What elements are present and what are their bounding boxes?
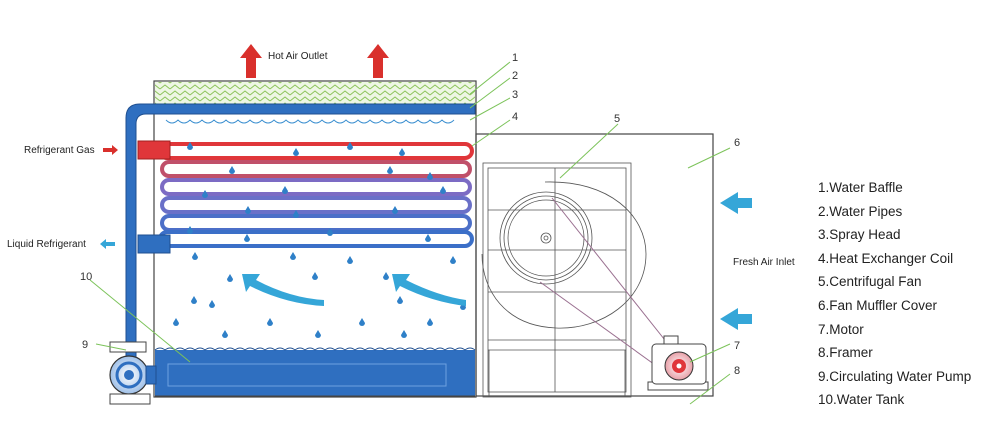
circulating-water-pump <box>109 341 157 405</box>
callout-1: 1 <box>512 52 518 64</box>
heat-exchanger-coil <box>137 140 474 254</box>
water-tank <box>154 347 476 397</box>
legend: 1.Water Baffle 2.Water Pipes 3.Spray Hea… <box>818 176 971 412</box>
legend-item: 3.Spray Head <box>818 227 901 243</box>
callout-6: 6 <box>734 137 740 149</box>
legend-item: 8.Framer <box>818 345 873 361</box>
callout-leaders <box>89 61 731 405</box>
legend-item: 2.Water Pipes <box>818 203 903 219</box>
liquid-refrigerant-arrow <box>100 239 115 249</box>
callout-9: 9 <box>82 339 88 351</box>
legend-item: 9.Circulating Water Pump <box>818 368 972 384</box>
refrigerant-gas-label: Refrigerant Gas <box>24 145 95 156</box>
callout-4: 4 <box>512 111 518 123</box>
water-drops <box>173 142 466 338</box>
spray-heads <box>165 119 455 124</box>
legend-item: 7.Motor <box>818 321 864 337</box>
callout-10: 10 <box>80 271 92 283</box>
centrifugal-fan <box>481 181 647 329</box>
legend-item: 4.Heat Exchanger Coil <box>818 250 954 266</box>
hot-air-outlet-label: Hot Air Outlet <box>268 51 328 62</box>
legend-item: 6.Fan Muffler Cover <box>818 297 938 313</box>
hot-air-arrows <box>240 44 389 78</box>
fresh-air-inlet-label: Fresh Air Inlet <box>733 257 795 268</box>
liquid-refrigerant-label: Liquid Refrigerant <box>7 239 86 250</box>
callout-7: 7 <box>734 340 740 352</box>
motor <box>647 335 709 391</box>
callout-3: 3 <box>512 89 518 101</box>
water-pipe <box>125 103 476 373</box>
water-baffle <box>155 82 475 105</box>
legend-item: 1.Water Baffle <box>818 180 903 195</box>
callout-2: 2 <box>512 70 518 82</box>
air-flow-arrows <box>242 274 466 306</box>
legend-item: 10.Water Tank <box>818 392 905 408</box>
fan-muffler-cover <box>475 133 714 397</box>
refrigerant-gas-arrow <box>103 145 118 155</box>
legend-item: 5.Centrifugal Fan <box>818 274 922 290</box>
callout-5: 5 <box>614 113 620 125</box>
fresh-air-arrows <box>720 192 752 330</box>
framer <box>482 162 632 398</box>
callout-8: 8 <box>734 365 740 377</box>
